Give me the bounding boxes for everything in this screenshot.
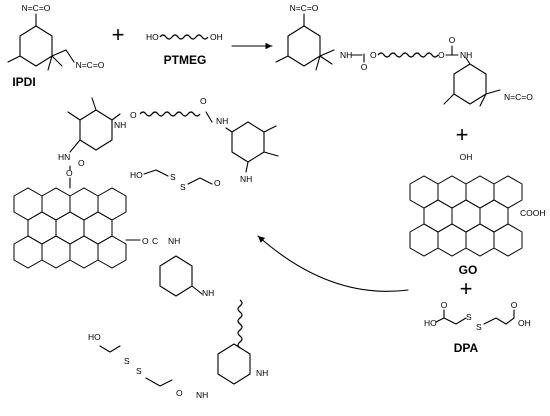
- ptmeg-label: PTMEG: [164, 53, 207, 67]
- product-nh-lower-3: NH: [256, 368, 268, 378]
- plus-sign-1: +: [112, 22, 125, 47]
- product-nh-upper: NH: [114, 120, 126, 130]
- prepolymer-o-2: O: [370, 50, 377, 60]
- prepolymer-o-3: O: [438, 50, 445, 60]
- ptmeg-structure: HO OH PTMEG: [146, 32, 223, 67]
- product-nh-lower-4: NH: [196, 390, 208, 400]
- plus-sign-3: +: [460, 276, 473, 301]
- prepolymer-o-4: O: [449, 35, 456, 45]
- product-dpa-ho-lower: HO: [88, 332, 101, 342]
- product-c-lower: C: [152, 236, 158, 246]
- ipdi-nco-top: N=C=O: [22, 3, 51, 13]
- product-lower-linker: O C NH NH NH HO S S O NH: [88, 236, 268, 400]
- prepolymer-nh-2: NH: [460, 50, 472, 60]
- product-s-1: S: [170, 172, 176, 182]
- dpa-o-1: O: [441, 300, 448, 310]
- product-s-lower-1: S: [124, 356, 130, 366]
- product-go-sheet: [13, 187, 127, 269]
- ptmeg-oh: OH: [210, 32, 223, 42]
- product-o-eq-upper: O: [78, 158, 85, 168]
- product-s-2: S: [180, 182, 186, 192]
- product-o-upper-right: O: [200, 96, 207, 106]
- plus-sign-2: +: [456, 122, 469, 147]
- product-hn-upper: HN: [58, 152, 70, 162]
- product-o-ester: O: [214, 178, 221, 188]
- dpa-o-2: O: [511, 300, 518, 310]
- product-s-lower-2: S: [136, 366, 142, 376]
- ptmeg-ho: HO: [146, 32, 159, 42]
- go-sheet: OH COOH: [409, 152, 546, 257]
- ipdi-structure: N=C=O N=C=O IPDI: [7, 3, 105, 89]
- product-o-lower: O: [142, 236, 149, 246]
- dpa-s-2: S: [476, 322, 482, 332]
- go-oh: OH: [460, 152, 473, 162]
- prepolymer-o-1: O: [361, 62, 368, 72]
- ipdi-nco-side: N=C=O: [76, 60, 105, 70]
- prepolymer-nco-top: N=C=O: [290, 3, 319, 13]
- go-label: GO: [459, 263, 478, 277]
- product-dpa-ho: HO: [130, 170, 143, 180]
- prepolymer-nco-side: N=C=O: [504, 92, 533, 102]
- ipdi-label: IPDI: [12, 75, 35, 89]
- product-o-lower-ester: O: [176, 388, 183, 398]
- dpa-label: DPA: [454, 341, 479, 355]
- product-o-link: O: [130, 110, 137, 120]
- dpa-s-1: S: [466, 312, 472, 322]
- product-nh-lower: NH: [168, 236, 180, 246]
- product-nh-lower-2: NH: [202, 288, 214, 298]
- product-o-upper: O: [66, 168, 73, 178]
- product-nh-upper-right: NH: [216, 116, 228, 126]
- product-nh-dpa: NH: [240, 174, 252, 184]
- dpa-ho: HO: [424, 318, 437, 328]
- go-cooh: COOH: [520, 208, 546, 218]
- product-upper-linker: O O HN NH O O NH NH HO S S O: [58, 96, 279, 192]
- prepolymer-nh-1: NH: [340, 50, 352, 60]
- reaction-arrow-2: [257, 235, 409, 292]
- dpa-structure: HO O S S O OH: [424, 300, 531, 332]
- dpa-oh: OH: [518, 318, 531, 328]
- prepolymer-structure: N=C=O NH O O O O NH N=C=O: [275, 3, 533, 107]
